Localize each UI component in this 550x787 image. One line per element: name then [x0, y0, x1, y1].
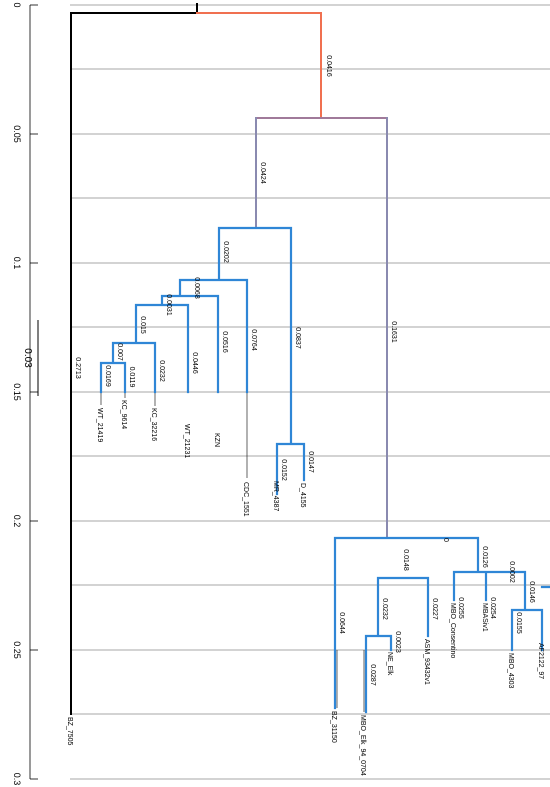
leaf-label: KC_9614 [120, 400, 127, 429]
leaf-label: WT_21419 [96, 408, 103, 442]
tick-label: 0.1 [12, 257, 22, 270]
branch-length-label: 0.0152 [280, 459, 287, 481]
leaf-labels: BZ_7505 WT_21419 KC_9614 KC_32216 WT_212… [66, 400, 544, 776]
leaf-label: MBASiv1 [481, 603, 488, 632]
tick-label: 0.3 [12, 773, 22, 786]
branch-length-label: 0.1631 [390, 321, 397, 343]
branch-length-label: 0.0148 [402, 549, 409, 571]
tick-label: 0.25 [12, 641, 22, 659]
tick-label: 0.05 [12, 125, 22, 143]
branch-length-label: 0.0446 [191, 352, 198, 374]
tick-label: 0.2 [12, 515, 22, 528]
branch-length-label: 0.0169 [104, 365, 111, 387]
leaf-label: NE_Elk [386, 652, 393, 676]
branch-length-label: 0.0837 [294, 327, 301, 349]
branch-length-label: 0.2713 [74, 357, 81, 379]
axis-tick-labels: 0 0.05 0.1 0.15 0.2 0.25 0.3 [12, 2, 22, 785]
branch-length-label: 0.0424 [259, 162, 266, 184]
clade-blue [99, 226, 550, 714]
branch-length-label: 0.0202 [222, 241, 229, 263]
branch-length-label: 0.0002 [508, 561, 515, 583]
branch-length-label: 0 [442, 538, 449, 542]
leaf-label: MBO_Consentino [449, 603, 456, 658]
leaf-label: CDC_1551 [242, 482, 249, 517]
branch-root [70, 3, 198, 715]
branch-length-label: 0.0068 [193, 277, 200, 299]
branch-length-label: 0.0119 [128, 367, 135, 388]
branch-length-label: 0.0232 [158, 360, 165, 382]
leaf-label: MR_4387 [272, 481, 279, 511]
leaf-label: AF2122_97 [537, 643, 544, 679]
branch-length-label: 0.015 [139, 316, 146, 334]
branch-length-label: 0.0155 [515, 612, 522, 634]
leaf-label: MBO_Elk_94_0704 [359, 715, 366, 776]
tree-branches [70, 3, 550, 715]
branch-length-label: 0.0232 [381, 598, 388, 620]
leaf-label: WT_21231 [183, 424, 190, 458]
branch-length-label: 0.0147 [307, 451, 314, 473]
tick-label: 0 [12, 2, 22, 7]
leaf-label: KC_32216 [150, 408, 157, 441]
branch-length-label: 0.0031 [165, 294, 172, 316]
branch-mid-down [255, 117, 388, 539]
branch-length-label: 0.0254 [489, 597, 496, 619]
branch-upper [196, 12, 322, 119]
branch-length-label: 0.0255 [457, 597, 464, 619]
leaf-label: MBO_4303 [507, 653, 514, 689]
leaf-label: ASM_93432v1 [423, 639, 430, 685]
branch-length-label: 0.007 [116, 343, 123, 361]
gridlines [70, 4, 550, 780]
leaf-label: BZ_7505 [66, 717, 73, 746]
branch-length-label: 0.0516 [221, 331, 228, 353]
scale-bar-label: 0.03 [22, 348, 33, 368]
branch-length-label: 0.0644 [338, 612, 345, 634]
leaf-label: D_4155 [299, 483, 306, 508]
leaf-label: BZ_31150 [330, 711, 337, 743]
branch-length-label: 0.0023 [394, 631, 401, 653]
branch-length-label: 0.0416 [325, 55, 332, 77]
branch-length-label: 0.0146 [528, 581, 535, 603]
branch-length-label: 0.0764 [250, 329, 257, 351]
branch-length-label: 0.0287 [369, 664, 376, 686]
branch-length-labels: 0.0416 0.0424 0.1631 0.2713 0.0202 0.083… [74, 55, 535, 686]
axis-ticks [30, 4, 38, 780]
branch-length-label: 0.0227 [431, 598, 438, 620]
leaf-label: KZN [213, 433, 220, 447]
branch-length-label: 0.0126 [481, 546, 488, 568]
tick-label: 0.15 [12, 383, 22, 401]
